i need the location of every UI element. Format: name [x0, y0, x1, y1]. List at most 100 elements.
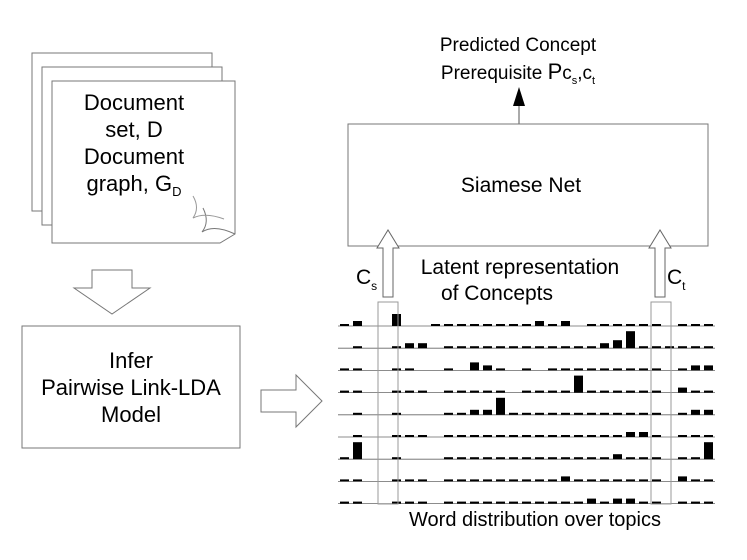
topic-bar [600, 479, 609, 482]
topic-bar [470, 324, 479, 326]
topic-bar [405, 479, 414, 482]
topic-bar [353, 442, 362, 460]
topic-bar [535, 457, 544, 460]
topic-bar [639, 390, 648, 393]
topic-bar [431, 324, 440, 326]
topic-bar [704, 365, 713, 371]
topic-bar [522, 501, 531, 504]
topic-bar [444, 324, 453, 326]
topic-bar [600, 457, 609, 460]
topic-bar [639, 346, 648, 349]
topic-bar [639, 457, 648, 460]
topic-bar [535, 501, 544, 504]
topic-bar [691, 390, 700, 393]
topic-bar [392, 314, 401, 326]
topic-bar [587, 346, 596, 349]
topic-bar [613, 498, 622, 504]
topic-bar [587, 390, 596, 393]
topic-bar [444, 368, 453, 371]
topic-bar [457, 324, 466, 326]
topic-bar [535, 479, 544, 482]
infer-line: Infer [109, 348, 153, 373]
topic-bar [496, 368, 505, 371]
topic-bar [613, 435, 622, 437]
topic-bar [574, 412, 583, 415]
infer-model-box: Infer Pairwise Link-LDA Model [21, 325, 241, 449]
topic-bar [418, 343, 427, 349]
topic-bar [704, 435, 713, 437]
topic-bar [353, 412, 362, 415]
topic-bar [678, 501, 687, 504]
topic-bar [418, 501, 427, 504]
topic-bar [418, 390, 427, 393]
topic-bar [561, 501, 570, 504]
topic-bar [691, 409, 700, 415]
topic-bar [392, 479, 401, 482]
topic-bar [626, 412, 635, 415]
topic-bar [353, 479, 362, 482]
topic-bar [600, 368, 609, 371]
topic-bar [353, 368, 362, 371]
topic-bar [444, 346, 453, 349]
topic-bar [678, 412, 687, 415]
topic-bar [483, 435, 492, 437]
topic-bar [496, 324, 505, 326]
topic-bar [340, 479, 349, 482]
infer-line: Model [101, 402, 161, 427]
topic-bar [457, 390, 466, 393]
topic-bar [509, 501, 518, 504]
topic-bar [652, 390, 661, 393]
topic-bar [535, 390, 544, 393]
topic-bar [535, 412, 544, 415]
topic-bar [639, 479, 648, 482]
topic-bar [691, 457, 700, 460]
topic-bar [678, 324, 687, 326]
word-distribution-caption: Word distribution over topics [409, 509, 661, 531]
topic-bar [509, 346, 518, 349]
topic-bar [548, 346, 557, 349]
topic-bar [561, 457, 570, 460]
siamese-box-frame [347, 123, 709, 247]
topic-bar [678, 457, 687, 460]
topic-bar [496, 479, 505, 482]
siamese-net-box: Siamese Net [347, 123, 709, 247]
topic-bar [392, 346, 401, 349]
topic-bar [665, 346, 674, 349]
topic-bar [561, 346, 570, 349]
topic-bar [652, 435, 661, 437]
topic-bar [457, 435, 466, 437]
topic-bar [574, 375, 583, 393]
topic-bar [392, 435, 401, 437]
topic-bar [561, 321, 570, 326]
topic-bar [678, 435, 687, 437]
ct-column-highlight [650, 301, 672, 505]
topic-bar [600, 343, 609, 349]
topic-bar [340, 390, 349, 393]
topic-bar [392, 412, 401, 415]
topic-bar [691, 501, 700, 504]
topic-bar [522, 479, 531, 482]
topic-bar [405, 343, 414, 349]
topic-bar [626, 479, 635, 482]
cs-up-arrow-icon [376, 229, 400, 298]
topic-bar [639, 324, 648, 326]
topic-bar [626, 432, 635, 437]
topic-bar [652, 412, 661, 415]
topic-bar [561, 476, 570, 482]
output-line: Predicted Concept [440, 35, 597, 56]
concept-cs-label: Cs [356, 266, 377, 293]
topic-bar [613, 390, 622, 393]
topic-bar [561, 368, 570, 371]
topic-bar [639, 368, 648, 371]
topic-bar [405, 435, 414, 437]
topic-bar [509, 479, 518, 482]
topic-bar [561, 412, 570, 415]
topic-bar [405, 501, 414, 504]
topic-bar [496, 346, 505, 349]
topic-bar [613, 340, 622, 349]
topic-bar [353, 321, 362, 326]
topic-bar [704, 479, 713, 482]
topic-bar [691, 365, 700, 371]
topic-bar [548, 501, 557, 504]
